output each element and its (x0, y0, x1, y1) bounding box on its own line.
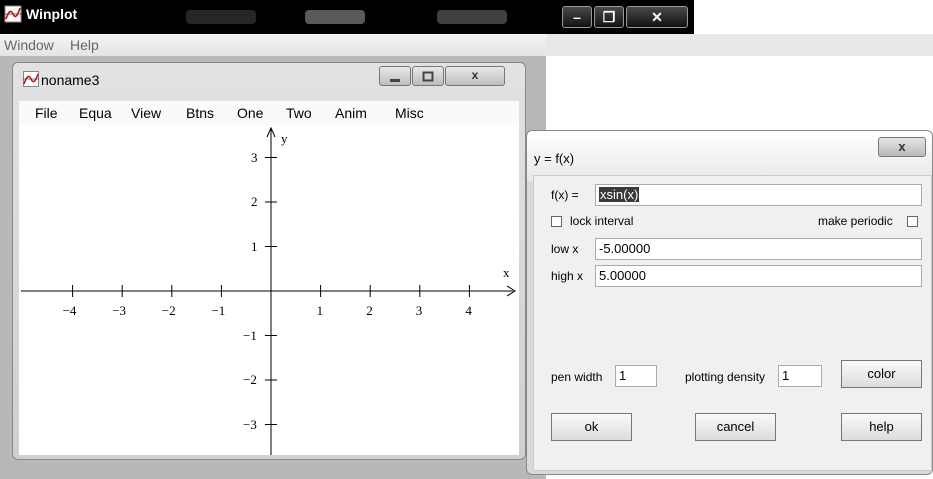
app-title: Winplot (26, 6, 78, 22)
plot-area[interactable]: −4 −3 −2 −1 1 2 3 4 3 2 1 −1 −2 −3 x y (19, 125, 519, 455)
menu-two[interactable]: Two (286, 105, 312, 121)
child-maximize-button[interactable] (412, 66, 444, 86)
dialog-title: y = f(x) (534, 151, 575, 166)
menu-file[interactable]: File (35, 105, 58, 121)
x-tick-label: 2 (366, 303, 373, 318)
minimize-button[interactable]: – (562, 6, 592, 28)
minimize-icon: – (573, 9, 581, 25)
x-tick-label: 3 (415, 303, 423, 318)
x-axis-label: x (503, 265, 510, 280)
titlebar-decor (437, 10, 507, 24)
x-tick-label: 4 (465, 303, 472, 318)
x-tick-label: −2 (161, 303, 176, 318)
close-icon: x (471, 68, 479, 82)
fx-input[interactable]: xsin(x) (595, 184, 922, 206)
graph-window-title: noname3 (41, 72, 100, 88)
background-area (546, 56, 933, 132)
lock-interval-label: lock interval (570, 214, 634, 228)
y-tick-label: 3 (251, 149, 258, 165)
menu-view[interactable]: View (131, 105, 162, 121)
y-axis-label: y (281, 131, 288, 146)
dialog-close-button[interactable]: x (878, 137, 926, 157)
minimize-icon (390, 79, 400, 82)
close-icon: x (898, 139, 906, 154)
fx-label: f(x) = (551, 188, 579, 202)
close-button[interactable]: ✕ (626, 6, 688, 28)
pen-width-input[interactable]: 1 (615, 365, 657, 387)
axes-svg (21, 126, 516, 455)
menu-anim[interactable]: Anim (335, 105, 367, 121)
menu-misc[interactable]: Misc (395, 105, 424, 121)
plotting-density-label: plotting density (685, 370, 766, 384)
y-tick-label: 2 (251, 194, 258, 209)
pen-width-label: pen width (551, 370, 603, 384)
y-tick-label: −3 (243, 416, 257, 432)
x-tick-label: −1 (211, 303, 226, 318)
lock-interval-checkbox[interactable] (551, 216, 562, 227)
app-menubar: Window Help (0, 34, 546, 56)
maximize-icon (422, 71, 434, 82)
function-dialog: y = f(x) x f(x) = xsin(x) lock interval … (526, 130, 933, 475)
child-minimize-button[interactable] (379, 66, 411, 86)
cancel-button[interactable]: cancel (695, 413, 776, 441)
fx-value: xsin(x) (599, 187, 640, 202)
high-x-label: high x (551, 269, 584, 283)
child-close-button[interactable]: x (445, 66, 505, 86)
restore-icon: ❐ (602, 9, 616, 25)
close-icon: ✕ (651, 9, 663, 25)
winplot-app-icon (4, 5, 22, 23)
low-x-input[interactable]: -5.00000 (595, 238, 922, 260)
graph-window: noname3 x File Equa View Btns One Two An… (12, 62, 526, 460)
dialog-body: f(x) = xsin(x) lock interval make period… (533, 175, 932, 471)
y-tick-label: 1 (251, 238, 258, 254)
titlebar-decor (305, 10, 365, 24)
app-titlebar[interactable]: Winplot (0, 0, 546, 34)
high-x-input[interactable]: 5.00000 (595, 265, 922, 287)
titlebar-decor (186, 10, 256, 24)
color-button[interactable]: color (841, 360, 922, 388)
menu-window[interactable]: Window (4, 37, 54, 53)
app-caption-area: – ❐ ✕ (546, 0, 694, 34)
x-tick-label: −3 (112, 303, 127, 318)
plotting-density-input[interactable]: 1 (778, 365, 822, 387)
help-button[interactable]: help (841, 413, 922, 441)
ok-button[interactable]: ok (551, 413, 632, 441)
menu-btns[interactable]: Btns (186, 105, 215, 121)
x-tick-label: −4 (62, 303, 77, 318)
y-tick-label: −2 (243, 372, 257, 387)
menubar-extension (546, 34, 933, 56)
make-periodic-checkbox[interactable] (907, 216, 918, 227)
menu-help[interactable]: Help (70, 37, 99, 53)
make-periodic-label: make periodic (818, 214, 893, 228)
graph-menubar: File Equa View Btns One Two Anim Misc (19, 101, 519, 126)
x-axis-arrow (506, 285, 516, 297)
graph-window-icon (23, 71, 39, 87)
y-tick-label: −1 (243, 327, 257, 343)
menu-one[interactable]: One (237, 105, 264, 121)
low-x-label: low x (551, 242, 579, 256)
y-axis-arrow (266, 126, 276, 138)
restore-button[interactable]: ❐ (594, 6, 624, 28)
menu-equa[interactable]: Equa (79, 105, 112, 121)
x-tick-label: 1 (316, 303, 324, 318)
